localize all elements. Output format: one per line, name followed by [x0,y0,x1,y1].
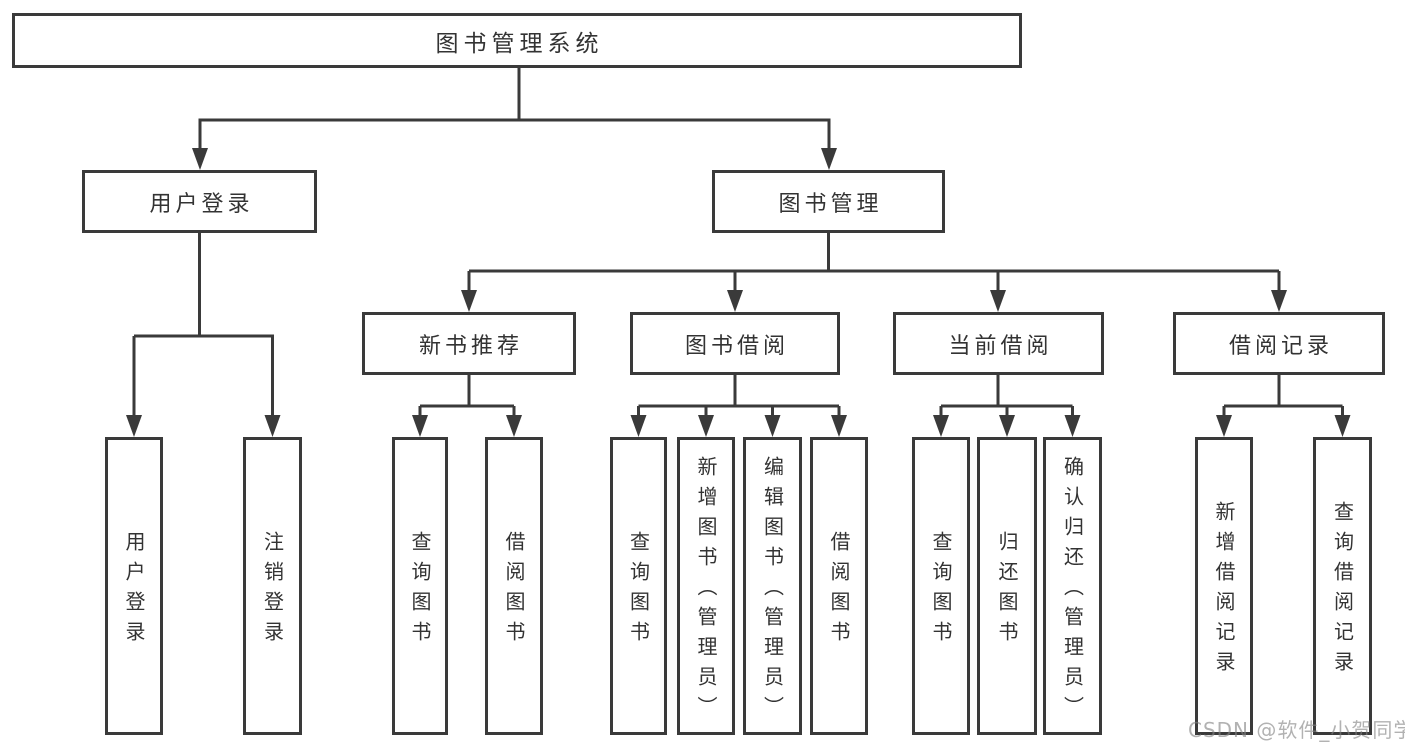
leaf-query-books-borrow: 查询图书 [610,437,667,735]
arrowhead [506,415,522,437]
arrowhead [1216,415,1232,437]
leaf-label: 注销登录 [260,531,285,651]
leaf-label: 确认归还（管理员） [1060,456,1085,726]
leaf-add-borrow-record: 新增借阅记录 [1195,437,1253,735]
leaf-label: 查询图书 [626,531,651,651]
leaf-label: 编辑图书（管理员） [760,456,785,726]
leaf-user-login: 用户登录 [105,437,163,735]
leaf-confirm-return-admin: 确认归还（管理员） [1043,437,1102,735]
leaf-label: 查询借阅记录 [1330,501,1355,681]
node-label: 图书管理 [778,191,883,217]
leaf-label: 用户登录 [122,531,146,651]
arrowhead [1271,290,1287,312]
node-label: 图书管理系统 [435,30,604,57]
leaf-label: 归还图书 [995,531,1019,651]
node-book-management: 图书管理 [712,170,945,233]
leaf-label: 查询图书 [929,531,953,651]
leaf-query-books-recommend: 查询图书 [392,437,448,735]
arrowhead [821,148,837,170]
node-label: 借阅记录 [1228,333,1333,359]
node-user-login: 用户登录 [82,170,317,233]
arrowhead [461,290,477,312]
arrowhead [126,415,142,437]
leaf-return-books: 归还图书 [977,437,1037,735]
leaf-edit-books-admin: 编辑图书（管理员） [743,437,802,735]
arrowhead [933,415,949,437]
arrowhead [1064,415,1081,437]
leaf-label: 查询图书 [408,531,432,651]
arrowhead [764,415,781,437]
node-label: 用户登录 [149,191,254,217]
node-label: 新书推荐 [418,333,523,359]
leaf-label: 新增借阅记录 [1212,501,1236,681]
leaf-borrow-books-recommend: 借阅图书 [485,437,543,735]
leaf-query-borrow-record: 查询借阅记录 [1313,437,1372,735]
node-current-borrowing: 当前借阅 [893,312,1104,375]
arrowhead [264,415,281,437]
arrowhead [1334,415,1351,437]
leaf-query-books-current: 查询图书 [912,437,970,735]
arrowhead [630,415,647,437]
leaf-add-books-admin: 新增图书（管理员） [677,437,735,735]
arrowhead [999,415,1015,437]
leaf-borrow-books: 借阅图书 [810,437,868,735]
arrowhead [831,415,847,437]
arrowhead [192,148,208,170]
node-new-book-recommend: 新书推荐 [362,312,576,375]
leaf-label: 借阅图书 [827,531,851,651]
arrowhead [698,415,714,437]
leaf-logout: 注销登录 [243,437,302,735]
arrowhead [990,290,1006,312]
node-book-management-system: 图书管理系统 [12,13,1022,68]
node-label: 当前借阅 [948,333,1053,359]
node-book-borrowing: 图书借阅 [630,312,840,375]
leaf-label: 借阅图书 [502,531,526,651]
node-borrowing-records: 借阅记录 [1173,312,1385,375]
arrowhead [727,290,743,312]
node-label: 图书借阅 [684,333,789,359]
leaf-label: 新增图书（管理员） [694,456,718,726]
arrowheads [126,148,1351,437]
arrowhead [412,415,428,437]
